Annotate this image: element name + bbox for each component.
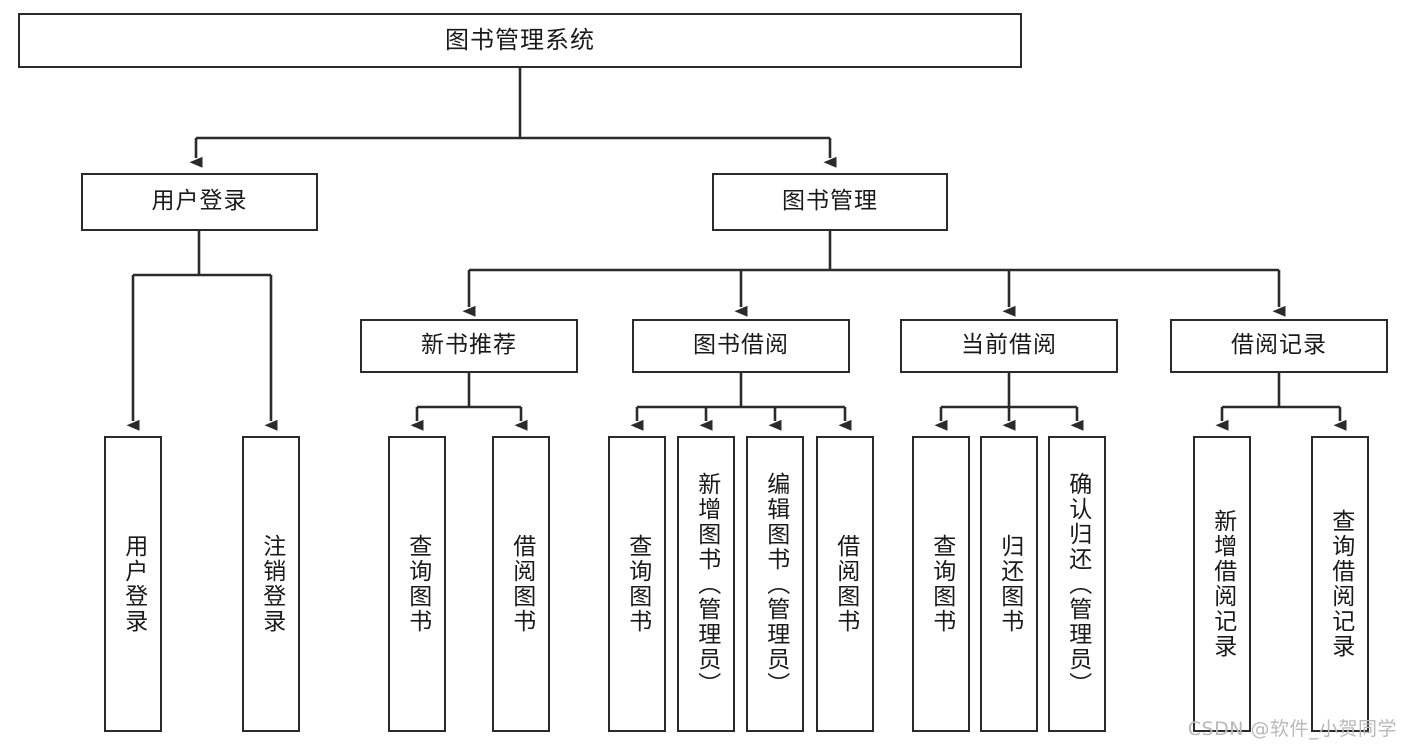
leaf-add-book[interactable]: 新增图书（管理员）	[677, 436, 735, 732]
node-root-label: 图书管理系统	[445, 26, 595, 55]
node-user-login[interactable]: 用户登录	[81, 173, 318, 231]
leaf-return-book[interactable]: 归还图书	[980, 436, 1038, 732]
node-book-manage[interactable]: 图书管理	[712, 173, 948, 231]
leaf-borrow-book-2[interactable]: 借阅图书	[816, 436, 874, 732]
node-current-borrow[interactable]: 当前借阅	[900, 319, 1118, 373]
leaf-query-record[interactable]: 查询借阅记录	[1311, 436, 1369, 732]
leaf-query-book-2[interactable]: 查询图书	[608, 436, 666, 732]
node-book-borrow[interactable]: 图书借阅	[632, 319, 850, 373]
node-new-book-recommend-label: 新书推荐	[421, 332, 517, 359]
leaf-user-logout-label: 注销登录	[258, 534, 285, 634]
node-book-manage-label: 图书管理	[782, 188, 878, 215]
leaf-add-record[interactable]: 新增借阅记录	[1193, 436, 1251, 732]
leaf-query-book-1[interactable]: 查询图书	[388, 436, 446, 732]
leaf-user-login-label: 用户登录	[120, 534, 147, 634]
leaf-edit-book-label: 编辑图书（管理员）	[762, 471, 789, 697]
csdn-watermark: CSDN @软件_小贺同学	[1187, 718, 1397, 740]
leaf-user-logout[interactable]: 注销登录	[242, 436, 300, 732]
leaf-add-record-label: 新增借阅记录	[1209, 509, 1236, 659]
node-borrow-record[interactable]: 借阅记录	[1170, 319, 1388, 373]
node-user-login-label: 用户登录	[151, 188, 248, 215]
leaf-query-book-3-label: 查询图书	[928, 534, 955, 634]
node-root[interactable]: 图书管理系统	[18, 13, 1022, 68]
leaf-query-book-1-label: 查询图书	[404, 534, 431, 634]
leaf-query-book-2-label: 查询图书	[624, 534, 651, 634]
leaf-add-book-label: 新增图书（管理员）	[693, 471, 720, 697]
leaf-borrow-book-2-label: 借阅图书	[832, 534, 859, 634]
leaf-return-book-label: 归还图书	[996, 534, 1023, 634]
leaf-edit-book[interactable]: 编辑图书（管理员）	[746, 436, 804, 732]
leaf-borrow-book-1[interactable]: 借阅图书	[492, 436, 550, 732]
node-current-borrow-label: 当前借阅	[961, 332, 1057, 359]
node-book-borrow-label: 图书借阅	[693, 332, 789, 359]
leaf-query-record-label: 查询借阅记录	[1327, 509, 1354, 659]
leaf-borrow-book-1-label: 借阅图书	[508, 534, 535, 634]
leaf-user-login[interactable]: 用户登录	[104, 436, 162, 732]
leaf-confirm-return-label: 确认归还（管理员）	[1064, 471, 1091, 697]
node-new-book-recommend[interactable]: 新书推荐	[360, 319, 578, 373]
leaf-confirm-return[interactable]: 确认归还（管理员）	[1048, 436, 1106, 732]
node-borrow-record-label: 借阅记录	[1231, 332, 1327, 359]
leaf-query-book-3[interactable]: 查询图书	[912, 436, 970, 732]
